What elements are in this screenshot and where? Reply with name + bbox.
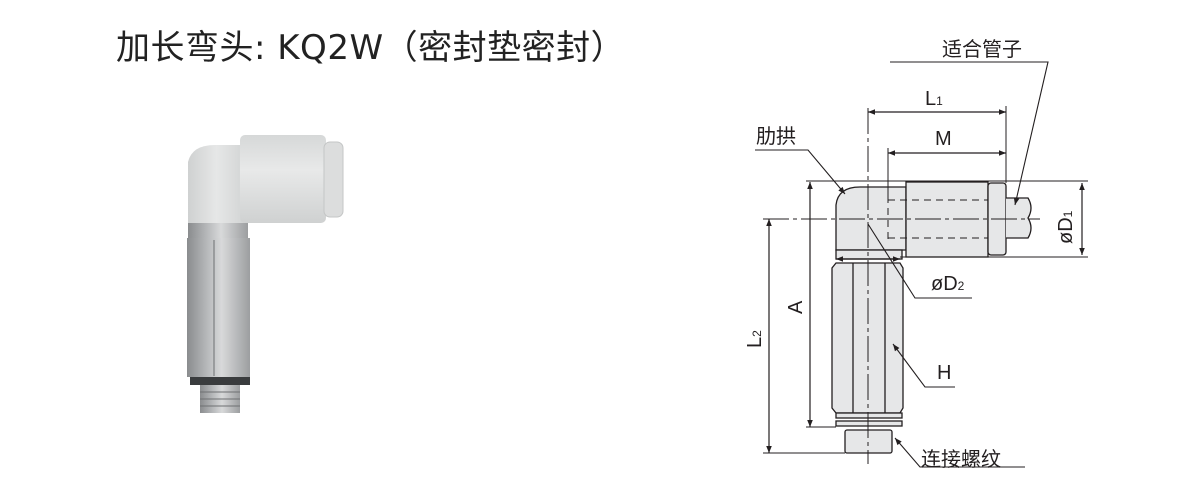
tube xyxy=(1006,197,1032,239)
D2-leader xyxy=(867,223,972,299)
L1-label: L1 xyxy=(925,88,943,110)
L2-label: L2 xyxy=(744,330,766,348)
product-photo xyxy=(187,135,344,413)
M-label: M xyxy=(935,128,952,150)
collar xyxy=(835,249,903,260)
D2-label: øD2 xyxy=(931,273,965,295)
rib-label: 肋拱 xyxy=(756,124,796,148)
tube-label: 适合管子 xyxy=(942,37,1022,61)
page-title: 加长弯头: KQ2W（密封垫密封） xyxy=(116,28,626,68)
seal-ring xyxy=(835,412,903,419)
A-label: A xyxy=(785,300,807,314)
technical-drawing xyxy=(755,61,1088,468)
D1-label: øD1 xyxy=(1055,210,1077,244)
thread-label: 连接螺纹 xyxy=(921,447,1001,471)
H-leader xyxy=(892,343,955,388)
rib-leader xyxy=(755,149,846,195)
tube-leader xyxy=(890,61,1049,206)
thread-leader xyxy=(894,437,1025,468)
H-label: H xyxy=(937,362,951,384)
